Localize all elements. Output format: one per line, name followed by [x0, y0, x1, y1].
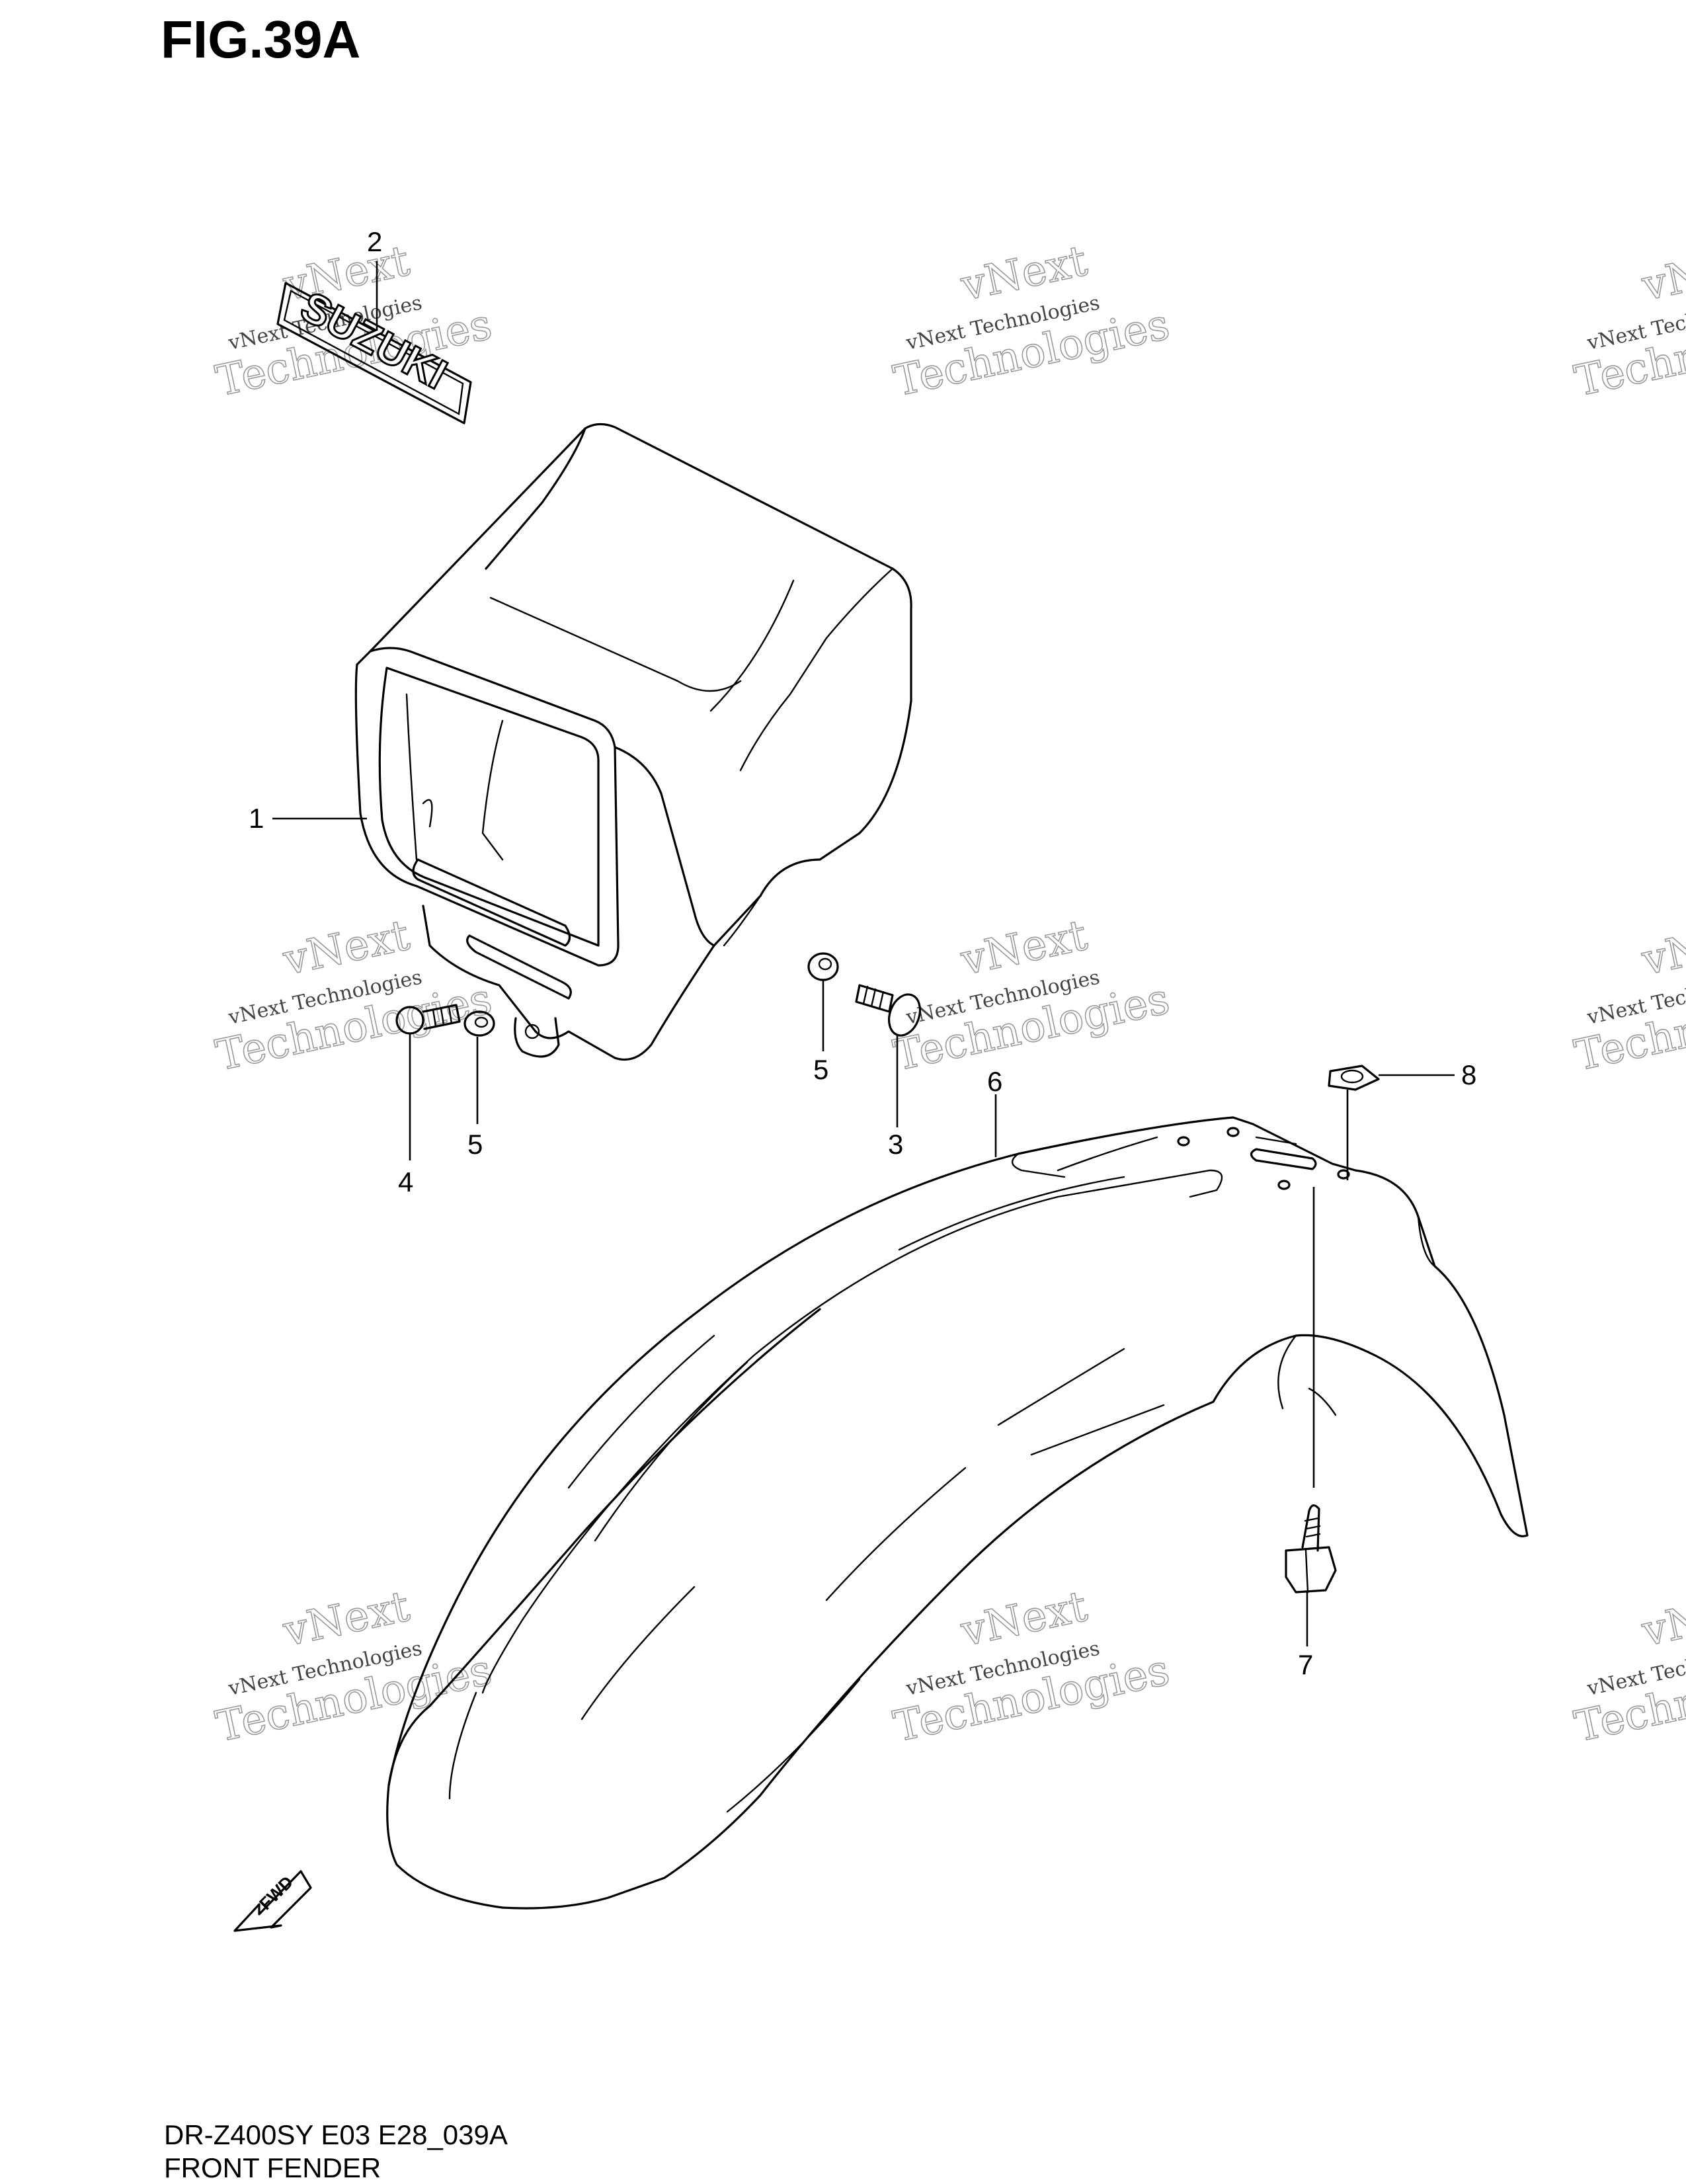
figure-title: FIG.39A	[161, 10, 361, 69]
section-name: FRONT FENDER	[164, 2152, 381, 2183]
callout-8: 8	[1461, 1059, 1476, 1090]
watermark-bottom-right: vNext vNext Technologies Technologies	[1570, 1582, 1686, 1752]
bolt-part-7	[1285, 1504, 1337, 1594]
callout-2: 2	[367, 226, 382, 257]
watermark-top-right: vNext vNext Technologies Technologies	[1570, 236, 1686, 407]
watermark-brand: vNext	[1638, 911, 1686, 986]
callout-6: 6	[987, 1066, 1002, 1097]
watermark-bottom-left: vNext vNext Technologies Technologies	[212, 1582, 497, 1752]
watermark-mid-right: vNext vNext Technologies Technologies	[1570, 910, 1686, 1081]
fwd-arrow-icon: FWD	[233, 1870, 312, 1932]
watermark-group: vNext vNext Technologies Technologies vN…	[212, 236, 1686, 1752]
callout-5-left: 5	[467, 1129, 483, 1160]
callout-4: 4	[398, 1166, 413, 1197]
grommet-part-5-left	[463, 1010, 495, 1037]
leader-lines	[272, 261, 1455, 1646]
watermark-brand: vNext	[1638, 1582, 1686, 1657]
watermark-top-center: vNext vNext Technologies Technologies	[889, 236, 1174, 407]
nut-part-8	[1328, 1065, 1380, 1091]
watermark-mid-left: vNext vNext Technologies Technologies	[212, 910, 497, 1081]
grommet-part-5-right	[807, 952, 839, 981]
screw-part-4	[395, 1004, 461, 1035]
callout-3: 3	[888, 1129, 903, 1160]
model-code: DR-Z400SY E03 E28_039A	[164, 2119, 508, 2150]
watermark-brand: vNext	[1638, 237, 1686, 311]
callout-5-right: 5	[813, 1054, 828, 1085]
headlight-housing	[354, 423, 912, 1061]
callout-1: 1	[249, 803, 264, 834]
callout-7: 7	[1298, 1649, 1313, 1680]
callout-numbers: 2 1 4 5 5 3 6 8 7	[249, 226, 1476, 1680]
front-fender	[386, 1116, 1529, 1910]
watermark-mid-center: vNext vNext Technologies Technologies	[889, 910, 1174, 1081]
watermark-bottom-center: vNext vNext Technologies Technologies	[889, 1582, 1174, 1752]
